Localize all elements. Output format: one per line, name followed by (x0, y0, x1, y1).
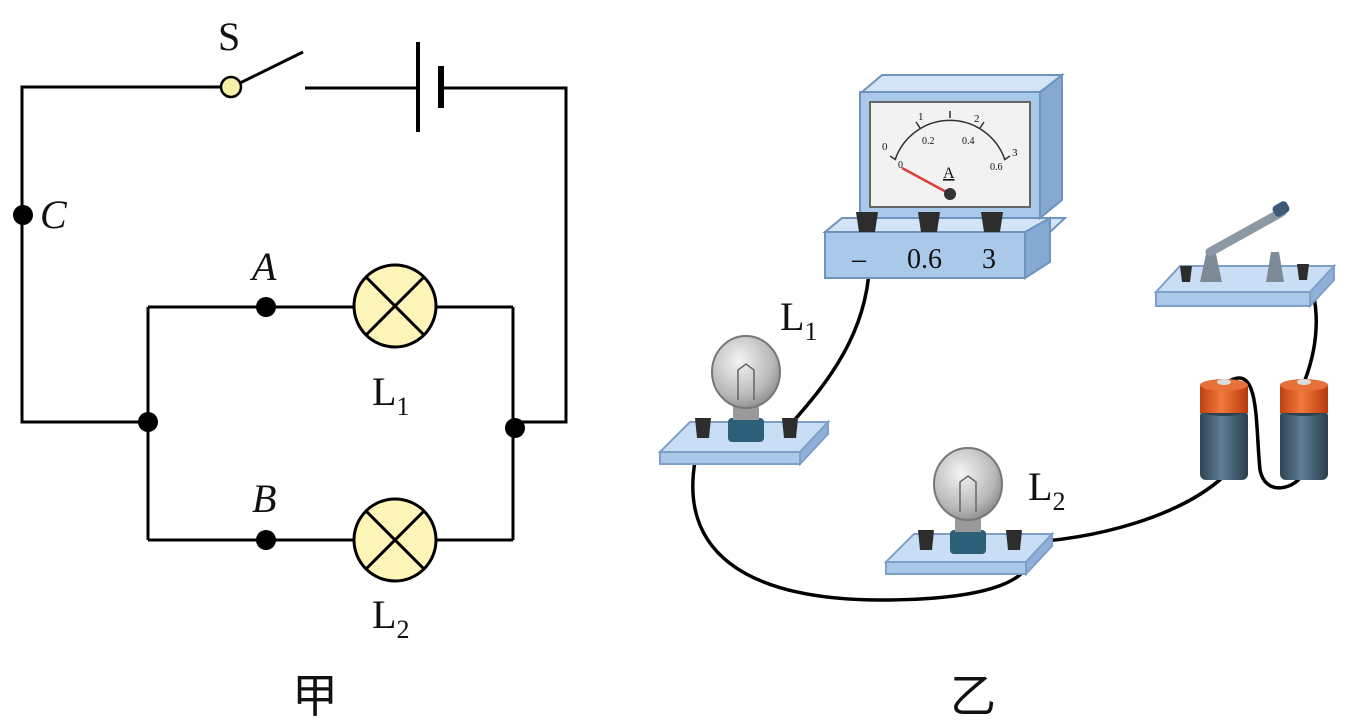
wire-top-left (20, 85, 230, 424)
circuit-diagram (20, 85, 568, 542)
battery-cell-1 (1200, 379, 1248, 480)
lamp-board-l1 (657, 335, 831, 467)
ammeter-base-front (824, 231, 1026, 279)
ammeter-terminals (856, 212, 1003, 232)
switch-symbol (219, 50, 304, 99)
lamp-symbol-l1 (352, 263, 438, 349)
ammeter-back-side (1039, 72, 1063, 221)
lamp-symbol-l2 (352, 497, 438, 583)
apparatus-l2-label: L2 (1028, 464, 1065, 516)
ammeter-scale-outer-2: 2 (974, 113, 980, 125)
node-a-dot (256, 297, 276, 317)
wire-battery-right (441, 86, 568, 424)
node-b-label: B (252, 476, 276, 521)
ammeter-top (859, 74, 1065, 93)
ammeter-base-side (1024, 216, 1051, 280)
wire-l1-to-l2 (691, 428, 1033, 602)
ammeter-scale-inner-2: 0.4 (962, 136, 975, 147)
ammeter-scale (889, 111, 1011, 161)
ammeter-scale-outer-3: 3 (1012, 147, 1018, 159)
ammeter-needle (901, 166, 951, 196)
junction-right-dot (505, 418, 525, 438)
battery-symbol (416, 42, 444, 132)
lamp-l1-label: L1 (372, 369, 409, 421)
ammeter-scale-inner-1: 0.2 (922, 136, 935, 147)
ammeter-unit-label: A (943, 165, 955, 182)
lamp-board-l2 (883, 447, 1055, 577)
knife-switch (1153, 201, 1337, 309)
battery-cell-2 (1280, 379, 1328, 480)
node-c-dot (13, 205, 33, 225)
ammeter-scale-outer-0: 0 (882, 141, 888, 153)
ammeter-scale-outer-1: 1 (918, 111, 924, 123)
caption-left: 甲 (292, 669, 338, 723)
node-c-label: C (40, 192, 68, 237)
apparatus-l1-label: L1 (780, 294, 817, 346)
switch-label: S (218, 14, 240, 59)
lamp-l2-label: L2 (372, 592, 409, 644)
ammeter-terminal-3: 3 (982, 244, 996, 275)
ammeter-scale-inner-0: 0 (898, 160, 903, 171)
ammeter-terminal-neg: – (851, 244, 867, 275)
ammeter-pivot (944, 188, 956, 200)
node-b-dot (256, 530, 276, 550)
junction-left-dot (138, 412, 158, 432)
caption-right: 乙 (950, 669, 996, 723)
wire-battery-link (1224, 376, 1302, 490)
node-a-label: A (249, 244, 277, 289)
ammeter-terminal-06: 0.6 (907, 244, 942, 275)
ammeter-scale-inner-3: 0.6 (990, 162, 1003, 173)
ammeter: 0 1 2 3 0 0.2 0.4 0.6 A – 0.6 3 (822, 72, 1068, 280)
